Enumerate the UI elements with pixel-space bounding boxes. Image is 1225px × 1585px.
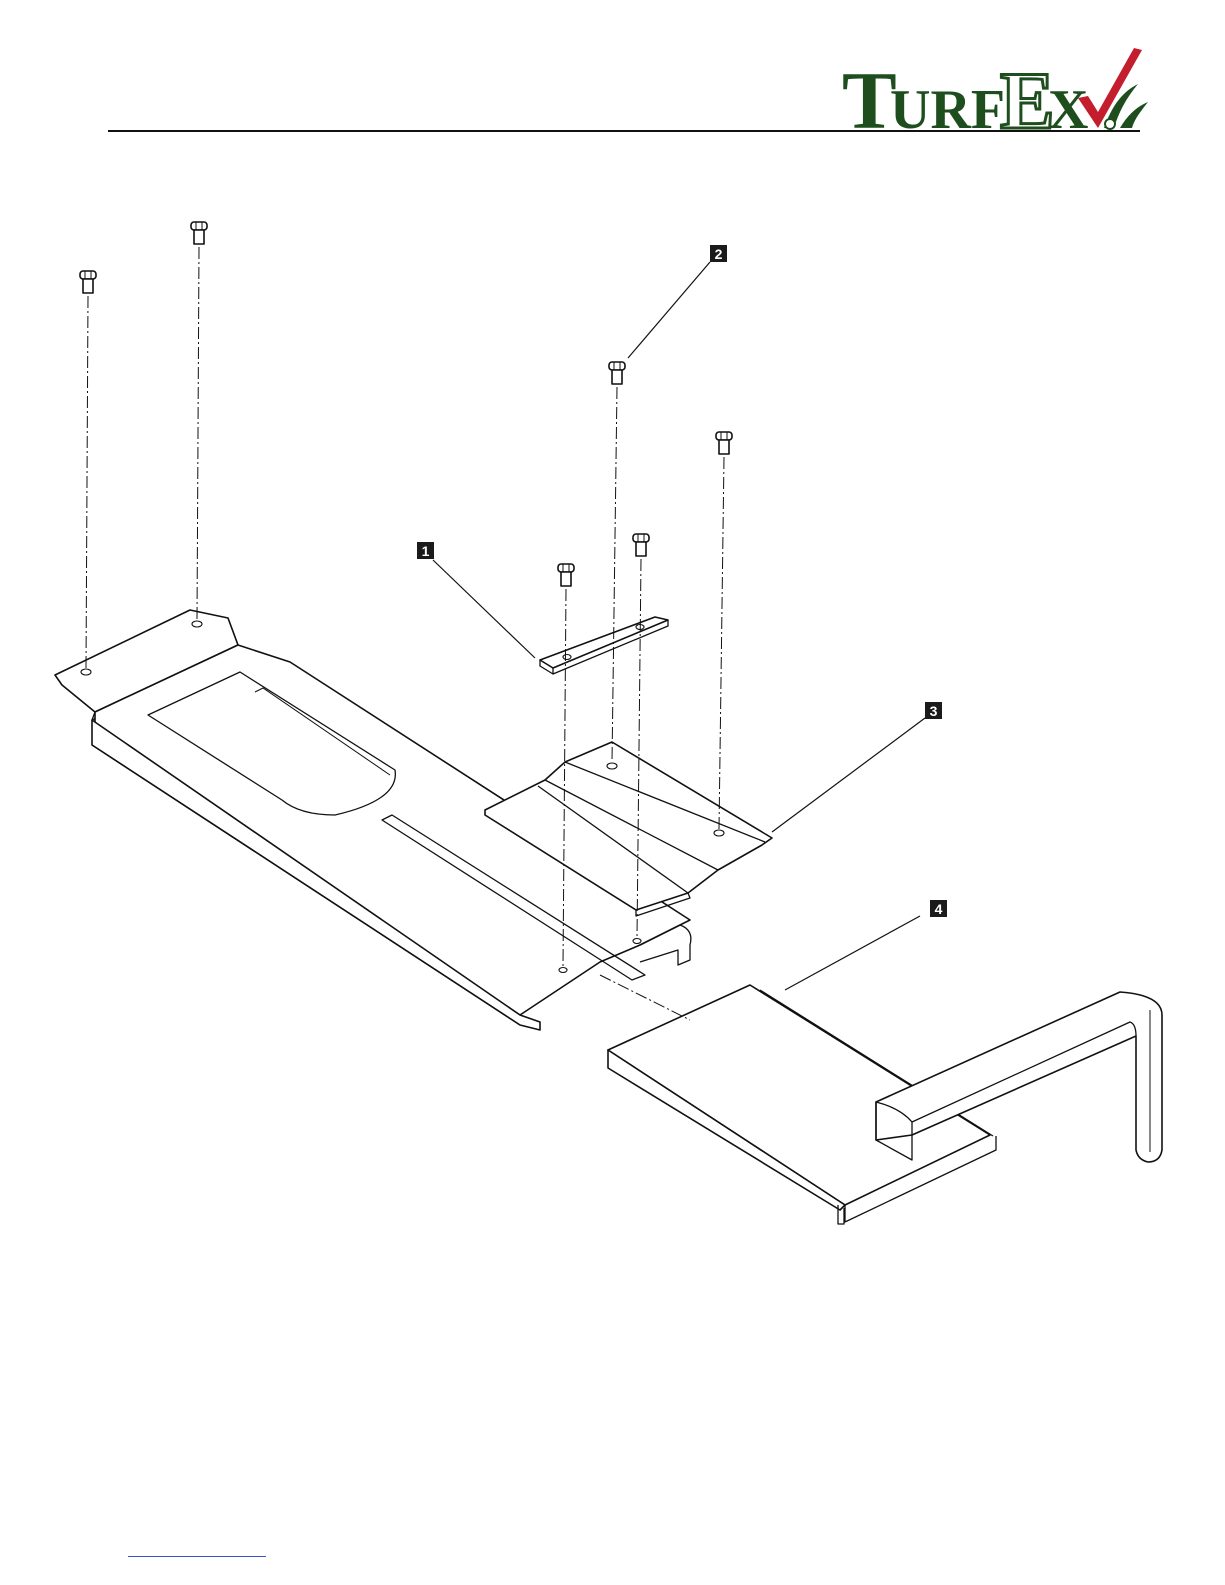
bolt-1 bbox=[80, 271, 96, 293]
callout-4: 4 bbox=[930, 900, 947, 917]
callout-2: 2 bbox=[710, 245, 727, 262]
callout-3: 3 bbox=[925, 702, 942, 719]
bolt-6 bbox=[633, 534, 649, 556]
part-4-tray-bracket bbox=[608, 985, 1162, 1224]
bolt-3 bbox=[609, 362, 625, 384]
callout-1: 1 bbox=[417, 542, 434, 559]
footer-link-underline[interactable] bbox=[128, 1556, 266, 1557]
callout-3-label: 3 bbox=[930, 703, 938, 719]
callout-4-label: 4 bbox=[935, 901, 943, 917]
part-1-strap bbox=[540, 617, 668, 674]
callout-1-label: 1 bbox=[422, 543, 430, 559]
callout-2-label: 2 bbox=[715, 246, 723, 262]
bolt-2 bbox=[191, 222, 207, 244]
bolt-4 bbox=[716, 432, 732, 454]
bolt-5 bbox=[558, 564, 574, 586]
